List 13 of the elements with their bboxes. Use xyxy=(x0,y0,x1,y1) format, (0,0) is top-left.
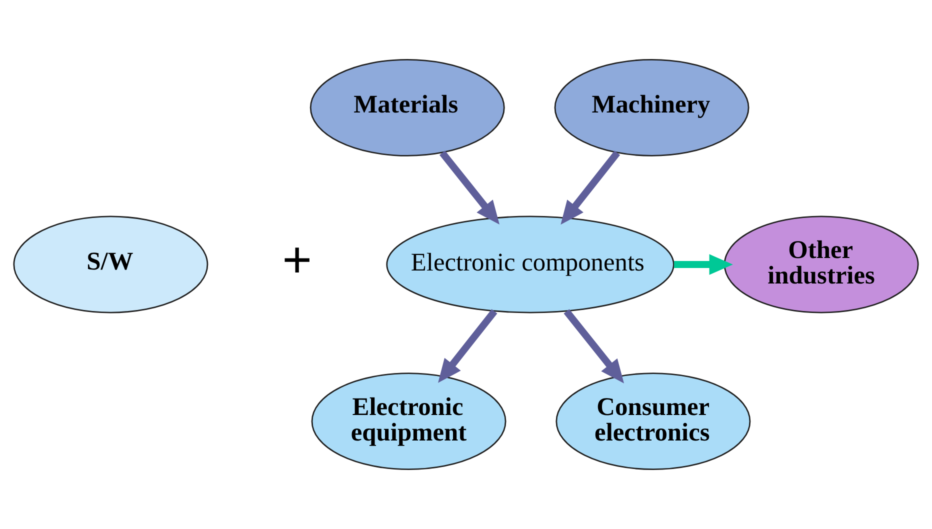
arrow xyxy=(440,150,500,225)
arrow xyxy=(674,254,733,275)
node-ellipse: S/W xyxy=(13,216,208,314)
node-ellipse: Electronic equipment xyxy=(311,372,506,470)
node-ellipse: Consumer electronics xyxy=(556,372,751,470)
label: + xyxy=(282,230,312,288)
arrow xyxy=(438,309,498,383)
arrow xyxy=(560,150,620,225)
node-ellipse: Other industries xyxy=(724,216,919,314)
arrow xyxy=(564,309,624,384)
node-ellipse: Materials xyxy=(310,58,505,156)
node-ellipse: Electronic components xyxy=(386,216,674,314)
node-ellipse: Machinery xyxy=(554,58,750,156)
